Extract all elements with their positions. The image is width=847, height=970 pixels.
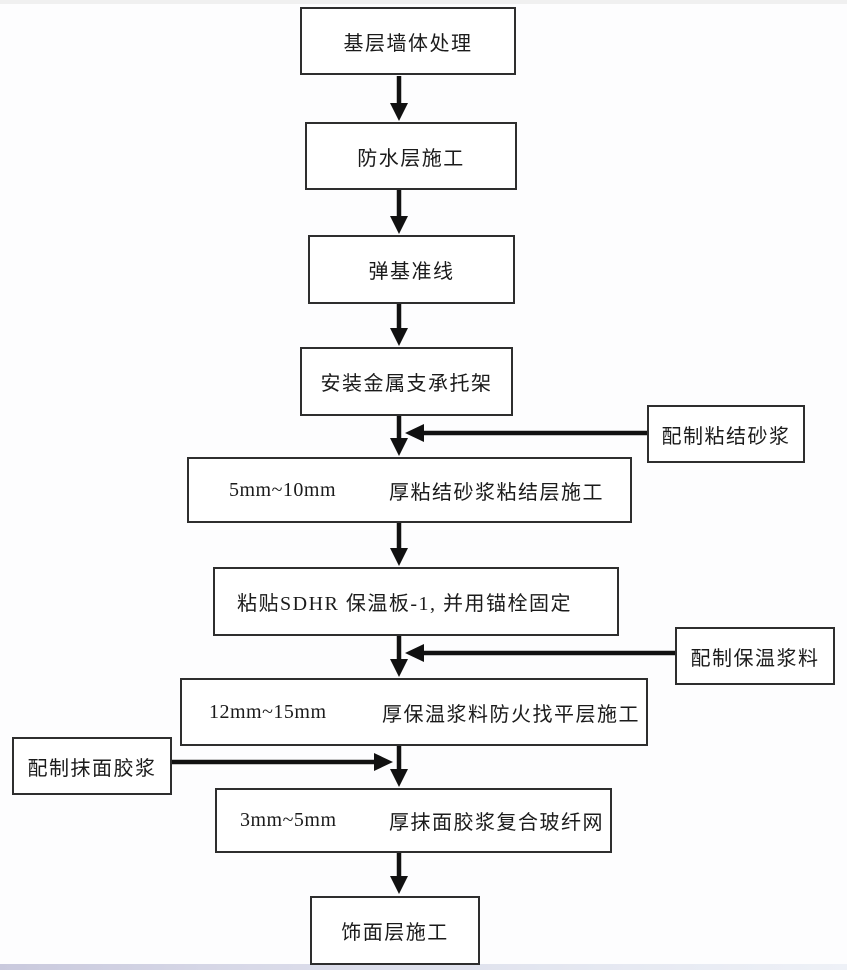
scan-artifact-top (0, 0, 847, 4)
flow-step-label: 厚保温浆料防火找平层施工 (382, 703, 640, 726)
arrow-step2-step3 (390, 190, 408, 234)
side-input-bonding-mortar: 配制粘结砂浆 (647, 405, 805, 463)
flow-step-label: 安装金属支承托架 (320, 373, 493, 395)
flow-step-label: 弹基准线 (368, 261, 455, 283)
arrow-step8-step9 (390, 853, 408, 894)
arrow-step3-step4 (390, 304, 408, 346)
flow-step-thickness: 5mm~10mm (229, 478, 337, 501)
flow-step-label: 厚粘结砂浆粘结层施工 (389, 481, 604, 504)
side-input-render-adhesive: 配制抹面胶浆 (12, 737, 172, 795)
side-input-insulation-slurry: 配制保温浆料 (675, 627, 835, 685)
flow-step-base-wall-treatment: 基层墙体处理 (300, 7, 516, 75)
flow-step-thickness: 12mm~15mm (209, 700, 327, 723)
arrow-bonding-mortar-input (405, 424, 647, 442)
flow-step-bonding-mortar-layer: 5mm~10mm 厚粘结砂浆粘结层施工 (187, 457, 632, 523)
arrow-step7-step8 (390, 746, 408, 787)
flow-step-label: 厚抹面胶浆复合玻纤网 (389, 812, 604, 834)
flow-step-snap-datum-line: 弹基准线 (308, 235, 515, 304)
flow-step-label: 基层墙体处理 (343, 32, 473, 55)
arrow-insulation-slurry-input (405, 644, 675, 662)
side-input-label: 配制抹面胶浆 (27, 757, 157, 780)
flow-step-finish-layer: 饰面层施工 (310, 896, 480, 965)
flow-step-waterproof-layer: 防水层施工 (305, 122, 517, 190)
flow-step-render-adhesive-mesh: 3mm~5mm 厚抹面胶浆复合玻纤网 (215, 788, 612, 853)
arrow-step6-step7 (390, 636, 408, 677)
flow-step-install-metal-bracket: 安装金属支承托架 (300, 347, 513, 416)
side-input-label: 配制粘结砂浆 (661, 425, 791, 448)
arrow-step5-step6 (390, 523, 408, 566)
arrow-step1-step2 (390, 76, 408, 121)
flow-step-insulation-leveling-layer: 12mm~15mm 厚保温浆料防火找平层施工 (180, 678, 648, 746)
side-input-label: 配制保温浆料 (690, 647, 820, 670)
flow-step-label: 饰面层施工 (341, 922, 449, 944)
flow-step-paste-insulation-board: 粘贴SDHR 保温板-1, 并用锚栓固定 (213, 567, 619, 636)
scan-artifact-bottom (0, 964, 847, 970)
arrow-render-adhesive-input (172, 753, 393, 771)
arrow-step4-step5 (390, 416, 408, 456)
flow-step-thickness: 3mm~5mm (240, 809, 337, 831)
flow-step-label: 粘贴SDHR 保温板-1, 并用锚栓固定 (237, 593, 573, 615)
flow-step-label: 防水层施工 (357, 147, 465, 170)
